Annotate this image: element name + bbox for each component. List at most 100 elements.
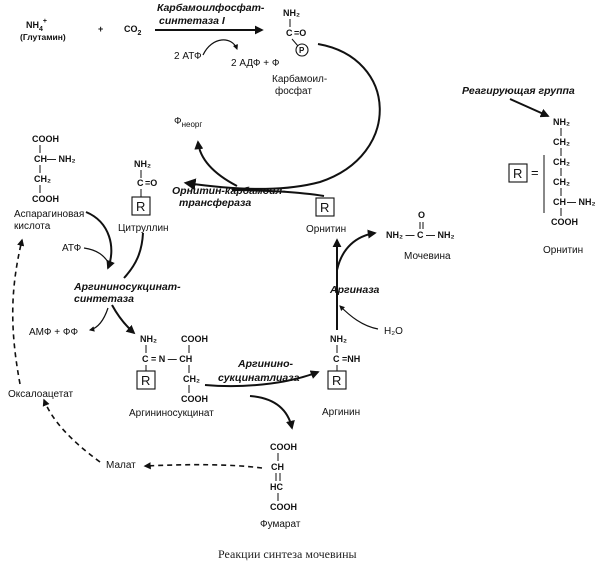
asa-c-eq-n: C = N — CH bbox=[142, 354, 192, 364]
ornithine-center: R Орнитин bbox=[306, 197, 346, 235]
cp-oxo: =O bbox=[294, 28, 306, 38]
arg-nh2: NH₂ bbox=[330, 334, 347, 344]
enzyme-arginase: Аргиназа bbox=[329, 284, 380, 296]
cp-bond-b bbox=[291, 38, 299, 47]
urea-structure: O NH₂ — C — NH₂ Мочевина bbox=[386, 210, 455, 262]
figure-caption: Реакции синтеза мочевины bbox=[218, 547, 357, 561]
ornithine-label: Орнитин bbox=[306, 224, 346, 235]
citrulline-to-ass-line bbox=[123, 232, 144, 279]
reactive-group-title: Реагирующая группа bbox=[462, 85, 575, 97]
atp-input: 2 АТФ bbox=[174, 51, 202, 62]
asa-cooh-top: COOH bbox=[181, 334, 208, 344]
phosphate-released: Фнеорг bbox=[174, 116, 202, 129]
adp-output: 2 АДФ + Ф bbox=[231, 58, 280, 69]
arg-r: R bbox=[332, 373, 341, 388]
ammonium-formula: NH4+ bbox=[26, 18, 47, 33]
fumarate-label: Фумарат bbox=[260, 519, 301, 530]
orn-r-box bbox=[315, 197, 335, 217]
cit-oxo: =O bbox=[145, 178, 157, 188]
argininosuccinate-structure: NH₂ C = N — CH COOH CH₂ COOH R Аргининос… bbox=[129, 334, 214, 419]
fumarate-release-arrow bbox=[249, 395, 295, 430]
cp-carbon: C bbox=[286, 28, 293, 38]
urea-formula: NH₂ — C — NH₂ bbox=[386, 230, 455, 240]
rg-ch: CH bbox=[553, 197, 566, 207]
asa-r-box bbox=[136, 370, 156, 390]
arginine-label: Аргинин bbox=[322, 407, 360, 418]
cp-nh2: NH₂ bbox=[283, 8, 300, 18]
atp-to-adp-arrow bbox=[202, 39, 238, 56]
co2-formula: CO2 bbox=[124, 24, 142, 37]
fumarate-structure: COOH CH HC COOH Фумарат bbox=[260, 442, 301, 530]
atp-input-2: АТФ bbox=[62, 243, 82, 254]
cp-label-line2: фосфат bbox=[275, 85, 312, 97]
enzyme-otc-line1: Орнитин-карбамоил- bbox=[172, 185, 286, 197]
asa-r: R bbox=[141, 373, 150, 388]
urea-label: Мочевина bbox=[404, 251, 451, 262]
rg-r-box bbox=[508, 163, 528, 183]
urea-oxygen: O bbox=[418, 210, 425, 220]
phosphate-release-arrow bbox=[194, 140, 238, 187]
rg-nh2-side: — NH₂ bbox=[567, 197, 596, 207]
enzyme-otc-line2: трансфераза bbox=[179, 197, 251, 209]
asa-cooh-bottom: COOH bbox=[181, 394, 208, 404]
rg-ornithine-label: Орнитин bbox=[543, 245, 583, 256]
arg-r-box bbox=[327, 370, 347, 390]
urea-release-arrow bbox=[336, 229, 377, 271]
rg-ch2-a: CH₂ bbox=[553, 137, 570, 147]
phosphate-circle-icon bbox=[295, 43, 309, 57]
enzyme-asl-line1: Аргинино- bbox=[237, 358, 294, 370]
oxaloacetate-label: Оксалоацетат bbox=[8, 389, 74, 400]
reactive-group-panel: Реагирующая группа NH₂ CH₂ CH₂ CH₂ CH — … bbox=[462, 85, 596, 256]
oxaloacetate-to-aspartate-arrow bbox=[11, 238, 25, 385]
ornithine-to-otc-line bbox=[231, 189, 325, 197]
aspartate-label-line1: Аспарагиновая bbox=[14, 209, 84, 220]
citrulline-structure: NH₂ C =O R Цитруллин bbox=[118, 159, 169, 234]
malate-to-oxaloacetate-arrow bbox=[42, 398, 101, 463]
water-input-arrow bbox=[339, 305, 379, 330]
enzyme-ass-line1: Аргининосукцинат- bbox=[73, 281, 181, 293]
aspartate-label-line2: кислота bbox=[14, 221, 51, 232]
aspartate-to-ass-arrow bbox=[85, 211, 115, 270]
fum-ch: CH bbox=[271, 462, 284, 472]
cit-r: R bbox=[136, 199, 145, 214]
asp-ch: CH bbox=[34, 154, 47, 164]
rg-cooh: COOH bbox=[551, 217, 578, 227]
citrulline-label: Цитруллин bbox=[118, 223, 169, 234]
enzyme-cps-line2: синтетаза I bbox=[159, 15, 226, 27]
carbamoyl-phosphate-structure: NH₂ C =O P Карбамоил- фосфат bbox=[272, 8, 327, 97]
water-label: H₂O bbox=[384, 326, 403, 337]
orn-r: R bbox=[320, 200, 329, 215]
rg-ch2-c: CH₂ bbox=[553, 177, 570, 187]
arginine-structure: NH₂ C =NH R Аргинин bbox=[322, 334, 360, 418]
glutamine-label: (Глутамин) bbox=[20, 32, 66, 42]
reactive-group-pointer-arrow bbox=[509, 98, 550, 118]
fum-hc: HC bbox=[270, 482, 283, 492]
rg-equals: = bbox=[531, 165, 539, 180]
atp2-join-line bbox=[83, 247, 109, 263]
cp-phosphate: P bbox=[299, 46, 305, 55]
rg-ch2-b: CH₂ bbox=[553, 157, 570, 167]
asp-cooh-bottom: COOH bbox=[32, 194, 59, 204]
asp-cooh-top: COOH bbox=[32, 134, 59, 144]
arg-c-eq-nh: C =NH bbox=[333, 354, 360, 364]
rg-r: R bbox=[513, 166, 522, 181]
cit-carbon: C bbox=[137, 178, 144, 188]
rg-nh2-top: NH₂ bbox=[553, 117, 570, 127]
enzyme-cps-line1: Карбамоилфосфат- bbox=[157, 2, 265, 14]
fum-cooh-bottom: COOH bbox=[270, 502, 297, 512]
fumarate-to-malate-arrow bbox=[143, 462, 263, 470]
asa-ch2: CH₂ bbox=[183, 374, 200, 384]
aspartate-structure: COOH CH — NH₂ CH₂ COOH Аспарагиновая кис… bbox=[14, 134, 84, 232]
asa-nh2: NH₂ bbox=[140, 334, 157, 344]
malate-label: Малат bbox=[106, 460, 136, 471]
amp-output: АМФ + ФФ bbox=[29, 327, 78, 338]
argininosuccinate-label: Аргининосукцинат bbox=[129, 408, 214, 419]
cit-r-box bbox=[131, 196, 151, 216]
enzyme-asl-line2: сукцинатлиаза bbox=[218, 372, 300, 384]
ass-to-argininosuccinate-arrow bbox=[111, 304, 136, 335]
asp-nh2: — NH₂ bbox=[47, 154, 76, 164]
amp-release-arrow bbox=[88, 307, 109, 332]
ammonium-glutamine: NH4+ (Глутамин) bbox=[20, 18, 66, 42]
